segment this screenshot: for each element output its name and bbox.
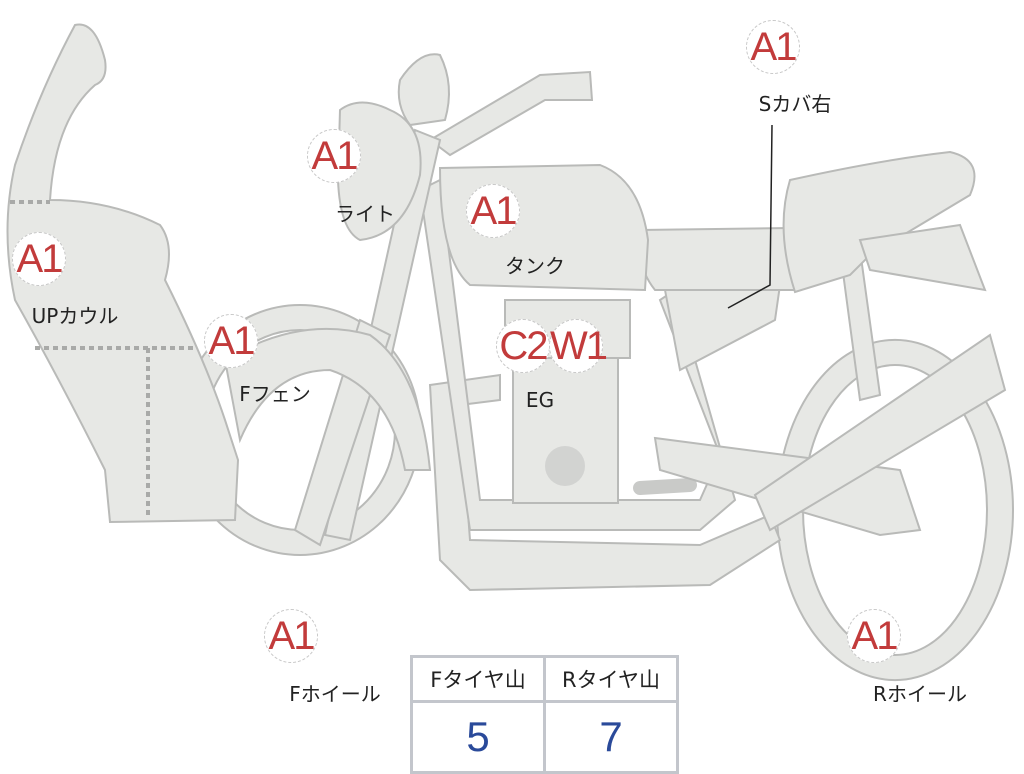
label-upper-cowl: UPカウル (31, 304, 119, 328)
grade-badge-upper-cowl: A1 (12, 232, 66, 286)
label-tank: タンク (505, 254, 565, 278)
value-rear-tire: 7 (543, 700, 679, 774)
grade-badge-front-wheel: A1 (264, 609, 318, 663)
grade-badge-engine-c: C2 (496, 319, 550, 373)
footpeg (633, 478, 697, 495)
label-side-cover-right: Sカバ右 (758, 92, 832, 116)
header-rear-tire: Rタイヤ山 (543, 655, 679, 703)
grade-badge-light: A1 (307, 129, 361, 183)
frame (418, 178, 737, 531)
leader-line (727, 124, 773, 309)
engine-cover (545, 446, 585, 486)
upper-cowl (6, 23, 240, 524)
label-engine: EG (525, 388, 555, 412)
tire-tread-table: Fタイヤ山 Rタイヤ山 5 7 (410, 655, 679, 774)
side-cover (663, 283, 782, 372)
seat-rear (782, 150, 976, 294)
grade-badge-engine-w: W1 (549, 319, 608, 373)
header-front-tire: Fタイヤ山 (410, 655, 546, 703)
label-front-wheel: Fホイール (289, 682, 381, 706)
label-light: ライト (335, 202, 395, 226)
headlight (336, 101, 422, 242)
mirror (397, 53, 450, 127)
grade-badge-front-fender: A1 (204, 314, 258, 368)
handlebar (428, 70, 594, 157)
value-front-tire: 5 (410, 700, 546, 774)
cowl-seam-lines (10, 200, 195, 518)
grade-badge-rear-wheel: A1 (847, 609, 901, 663)
front-fender (223, 327, 432, 471)
label-rear-wheel: Rホイール (873, 682, 967, 706)
tail-cowl (858, 223, 987, 292)
muffler (753, 333, 1007, 532)
seat (638, 226, 802, 291)
label-front-fender: Fフェン (239, 382, 311, 406)
grade-badge-side-cover-right: A1 (746, 20, 800, 74)
grade-badge-tank: A1 (466, 184, 520, 238)
